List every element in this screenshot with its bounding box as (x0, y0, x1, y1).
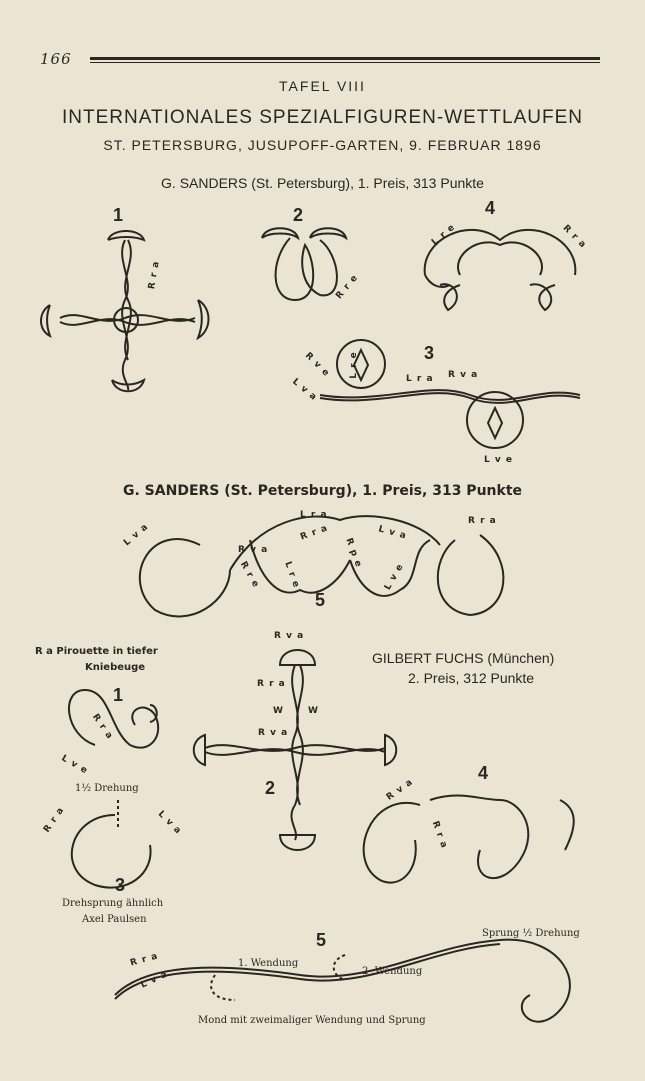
figure-f-1 (68, 688, 160, 749)
edge-label: R v a (258, 728, 289, 738)
fuchs-prize: 2. Preis, 312 Punkte (408, 670, 535, 686)
figure-s1-1 (40, 230, 210, 393)
pirouette-text: R a Pirouette in tiefer (35, 646, 158, 657)
page-subtitle: ST. PETERSBURG, JUSUPOFF-GARTEN, 9. FEBR… (103, 137, 542, 153)
figure-number: 1 (113, 685, 124, 705)
edge-label: L r a (406, 374, 434, 384)
header-rule-thin (90, 62, 600, 63)
wendung2-text: 2 .Wendung (362, 966, 423, 977)
edge-label: W (273, 706, 284, 716)
figure-number: 5 (315, 590, 326, 610)
header-rule (90, 57, 600, 60)
sprung-text: Sprung ½ Drehung (482, 928, 580, 939)
edge-label: W (308, 706, 319, 716)
figure-number: 3 (115, 875, 126, 895)
edge-label: L v e (484, 455, 513, 465)
edge-label: R v a (274, 631, 305, 641)
wendung1-text: 1. Wendung (238, 958, 299, 969)
edge-label: R v a (448, 370, 479, 380)
figure-number: 2 (265, 778, 276, 798)
section1-heading: G. SANDERS (St. Petersburg), 1. Preis, 3… (161, 175, 484, 191)
page-number: 166 (40, 50, 72, 68)
figure-number: 4 (485, 198, 496, 218)
figure-s1-2 (261, 227, 348, 302)
figure-f-4 (362, 794, 575, 884)
figure-number: 5 (316, 930, 327, 950)
axel-text: Axel Paulsen (82, 914, 147, 925)
figure-number: 4 (478, 763, 489, 783)
kniebeuge-text: Kniebeuge (85, 662, 146, 673)
figure-s2-5 (138, 515, 505, 618)
fuchs-name: GILBERT FUCHS (München) (372, 650, 555, 666)
edge-label: L r e (348, 351, 359, 379)
figure-number: 2 (293, 205, 304, 225)
drehsprung-text: Drehsprung ähnlich (62, 898, 164, 909)
edge-label: L r a (300, 510, 328, 520)
figure-f-5 (114, 938, 571, 1023)
page-title: INTERNATIONALES SPEZIALFIGUREN-WETTLAUFE… (62, 107, 583, 128)
edge-label: R r a (257, 679, 286, 689)
figure-number: 1 (113, 205, 124, 225)
section2-heading: G. SANDERS (St. Petersburg), 1. Preis, 3… (123, 483, 522, 499)
plate-label: TAFEL VIII (279, 78, 366, 94)
figure-f-2 (192, 649, 398, 851)
figure-s1-3 (319, 339, 581, 449)
figure-f-3 (70, 800, 152, 889)
edge-label: R r a (468, 516, 497, 526)
figure-number: 3 (424, 343, 435, 363)
mond-caption: Mond mit zweimaliger Wendung und Sprung (198, 1015, 426, 1026)
edge-label: R v a (238, 545, 269, 555)
drehung-text: 1½ Drehung (75, 783, 139, 794)
figure-s1-4 (423, 229, 577, 312)
